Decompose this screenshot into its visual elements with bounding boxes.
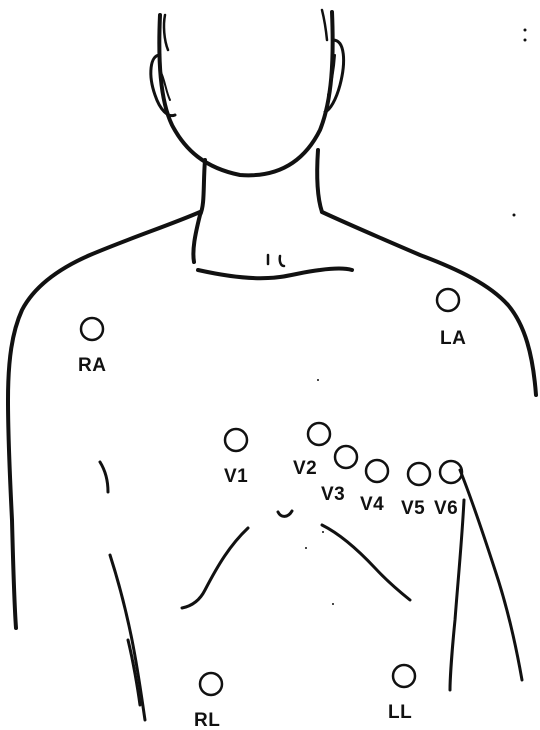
electrode-markers — [81, 289, 462, 695]
electrode-ll-label: LL — [388, 702, 412, 723]
electrode-v3-marker — [335, 446, 357, 468]
electrode-v6-marker — [440, 461, 462, 483]
electrode-v4-marker — [366, 460, 388, 482]
electrode-la-marker — [437, 289, 459, 311]
head-outline — [151, 10, 344, 175]
electrode-v1-label: V1 — [224, 466, 248, 487]
electrode-v5-marker — [408, 463, 430, 485]
electrode-la-label: LA — [440, 328, 466, 349]
electrode-v4-label: V4 — [360, 494, 384, 515]
electrode-ll-marker — [393, 665, 415, 687]
electrode-rl-marker — [200, 673, 222, 695]
electrode-v6-label: V6 — [434, 498, 458, 519]
chest-lines — [182, 511, 410, 608]
electrode-v3-label: V3 — [321, 484, 345, 505]
electrode-v5-label: V5 — [401, 498, 425, 519]
electrode-v1-marker — [225, 429, 247, 451]
electrode-v2-label: V2 — [293, 458, 317, 479]
electrode-ra-label: RA — [78, 355, 106, 376]
electrode-rl-label: RL — [194, 710, 220, 730]
electrode-v2-marker — [308, 423, 330, 445]
torso-outline — [8, 212, 536, 720]
electrode-ra-marker — [81, 318, 103, 340]
